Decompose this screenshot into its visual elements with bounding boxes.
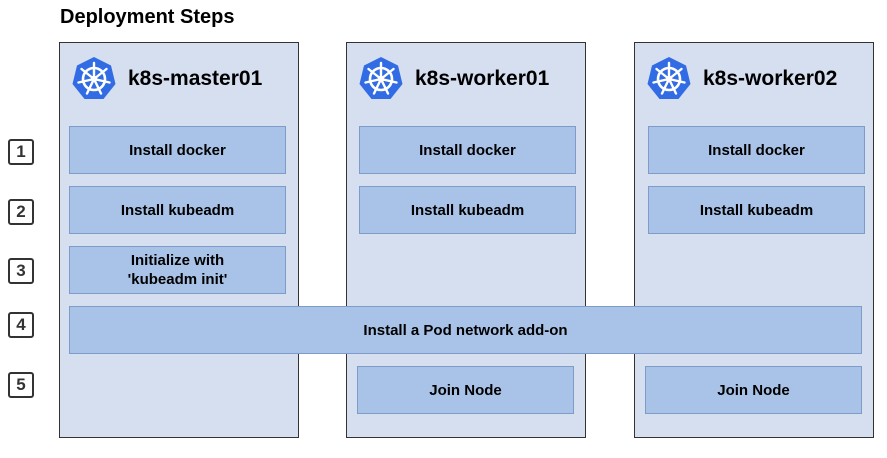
step-install-docker: Install docker	[359, 126, 576, 174]
kubernetes-icon	[647, 57, 691, 99]
step-number-4: 4	[8, 312, 34, 338]
node-header: k8s-master01	[70, 55, 262, 103]
step-initialize: Initialize with 'kubeadm init'	[69, 246, 286, 294]
node-name: k8s-master01	[128, 67, 263, 90]
node-header: k8s-worker02	[645, 55, 837, 103]
step-pod-network: Install a Pod network add-on	[69, 306, 862, 354]
kubernetes-icon	[72, 57, 116, 99]
step-install-kubeadm: Install kubeadm	[359, 186, 576, 234]
step-number-2: 2	[8, 199, 34, 225]
kubernetes-icon	[359, 57, 403, 99]
node-name: k8s-worker02	[703, 67, 838, 90]
node-name: k8s-worker01	[415, 67, 550, 90]
step-join-node: Join Node	[357, 366, 574, 414]
step-number-3: 3	[8, 258, 34, 284]
step-install-kubeadm: Install kubeadm	[648, 186, 865, 234]
step-join-node: Join Node	[645, 366, 862, 414]
step-install-docker: Install docker	[648, 126, 865, 174]
node-header: k8s-worker01	[357, 55, 549, 103]
step-install-docker: Install docker	[69, 126, 286, 174]
step-install-kubeadm: Install kubeadm	[69, 186, 286, 234]
step-number-5: 5	[8, 372, 34, 398]
step-number-1: 1	[8, 139, 34, 165]
diagram-title: Deployment Steps	[60, 6, 235, 28]
node-master01: k8s-master01	[59, 42, 299, 438]
